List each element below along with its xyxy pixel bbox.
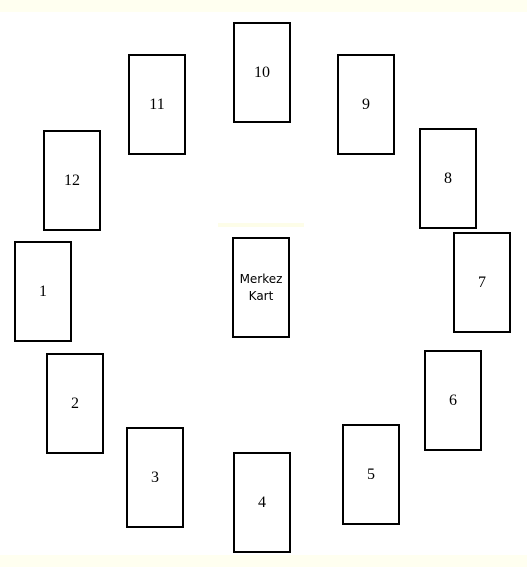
center-card: Merkez Kart — [232, 237, 290, 338]
card-position-7: 7 — [453, 232, 511, 333]
card-number-label: 8 — [444, 169, 452, 187]
card-position-4: 4 — [233, 452, 291, 553]
card-number-label: 11 — [149, 95, 165, 113]
card-number-label: 2 — [71, 394, 79, 412]
top-edge-strip — [0, 0, 527, 12]
card-number-label: 9 — [362, 95, 370, 113]
card-number-label: 3 — [151, 468, 159, 486]
card-position-6: 6 — [424, 350, 482, 451]
card-number-label: 5 — [367, 465, 375, 483]
card-number-label: 7 — [478, 273, 486, 291]
center-card-label: Merkez Kart — [239, 271, 283, 303]
card-position-8: 8 — [419, 128, 477, 229]
card-position-10: 10 — [233, 22, 291, 123]
bottom-edge-strip — [0, 555, 527, 567]
card-number-label: 6 — [449, 391, 457, 409]
card-position-12: 12 — [43, 130, 101, 231]
center-highlight — [218, 223, 304, 227]
card-position-11: 11 — [128, 54, 186, 155]
card-number-label: 10 — [254, 63, 270, 81]
card-position-9: 9 — [337, 54, 395, 155]
card-number-label: 12 — [64, 171, 80, 189]
card-position-2: 2 — [46, 353, 104, 454]
card-position-5: 5 — [342, 424, 400, 525]
card-position-1: 1 — [14, 241, 72, 342]
card-number-label: 4 — [258, 493, 266, 511]
card-position-3: 3 — [126, 427, 184, 528]
card-number-label: 1 — [39, 282, 47, 300]
